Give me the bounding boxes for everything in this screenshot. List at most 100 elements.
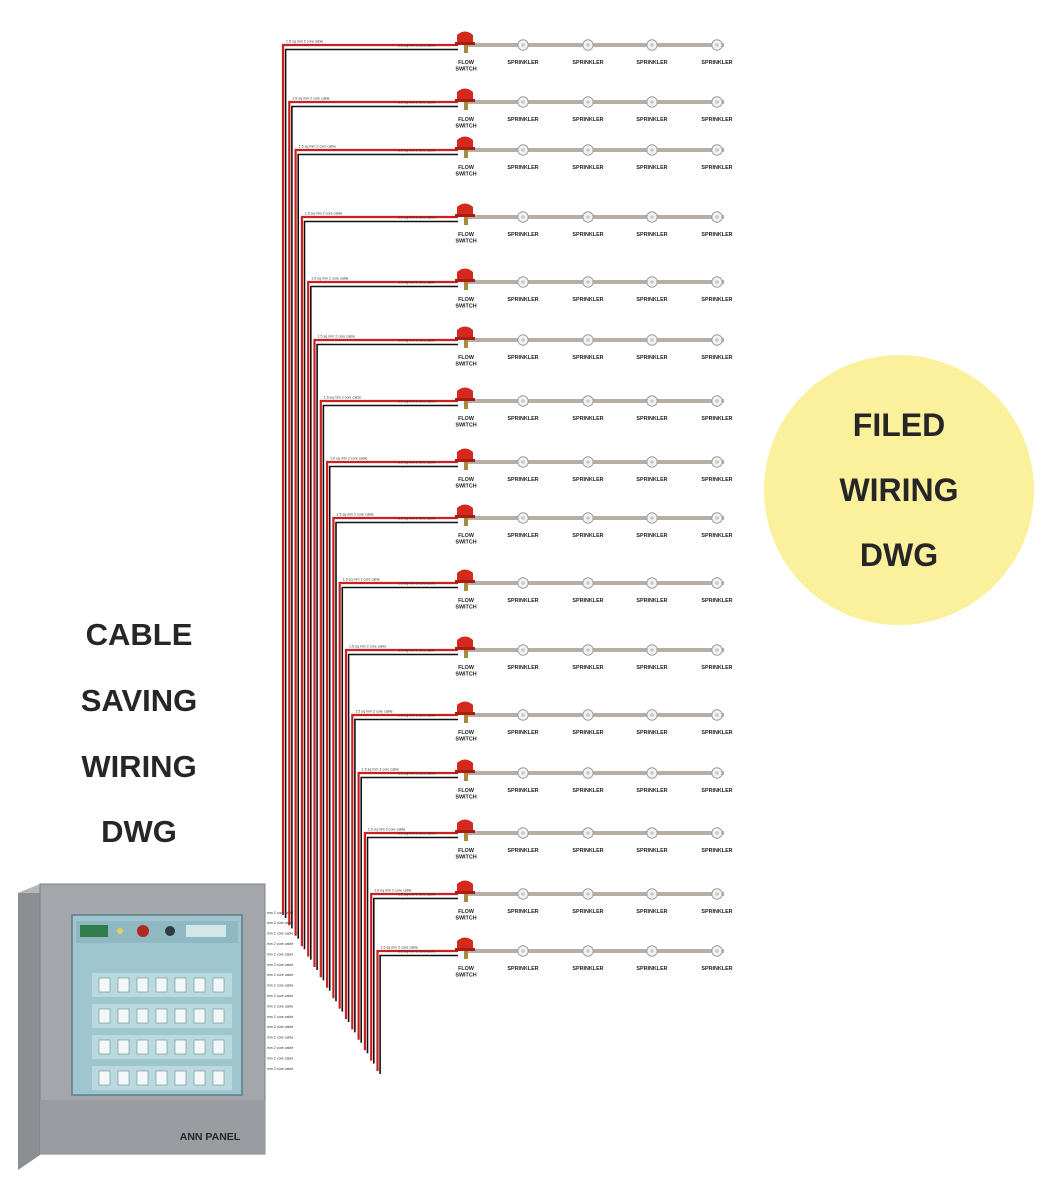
sprinkler-label: SPRINKLER [636, 416, 667, 422]
cable-label: 1.5 sq mm 2 core cable [256, 973, 293, 977]
cable-label: 1.5 sq mm 2 core cable [299, 145, 336, 149]
panel-indicator [193, 1039, 206, 1055]
panel-indicator [193, 1008, 206, 1024]
sprinkler-icon-center [715, 100, 719, 104]
cable-label: 1.5 sq mm 2 core cable [398, 649, 435, 653]
sprinkler-label: SPRINKLER [701, 232, 732, 238]
sprinkler-label: SPRINKLER [636, 598, 667, 604]
flow-switch-base [455, 712, 475, 715]
flow-switch-base [455, 515, 475, 518]
sprinkler-icon-center [650, 949, 654, 953]
flow-switch-stem [464, 831, 468, 841]
flow-switch-icon [457, 268, 473, 279]
sprinkler-label: SPRINKLER [572, 665, 603, 671]
field-wiring-circle [764, 355, 1034, 625]
sprinkler-label: SPRINKLER [507, 533, 538, 539]
red-wire [307, 280, 458, 957]
pipe [468, 338, 724, 342]
flow-switch-label: FLOW [458, 665, 475, 671]
sprinkler-icon-center [715, 949, 719, 953]
panel-display [186, 925, 226, 937]
sprinkler-icon-center [715, 280, 719, 284]
flow-switch-icon [457, 701, 473, 712]
flow-switch-label: SWITCH [455, 855, 476, 861]
cable-label: 1.5 sq mm 2 core cable [398, 339, 435, 343]
cable-label: 1.5 sq mm 2 core cable [256, 963, 293, 967]
sprinkler-icon-center [715, 581, 719, 585]
panel-indicator-grid [92, 973, 232, 1090]
flow-switch-icon [457, 819, 473, 830]
panel-indicator [155, 977, 168, 993]
flow-switch-stem [464, 516, 468, 526]
sprinkler-icon-center [650, 581, 654, 585]
sprinkler-icon-center [521, 831, 525, 835]
flow-switch-icon [457, 636, 473, 647]
sprinkler-icon-center [715, 831, 719, 835]
cable-label: 1.5 sq mm 2 core cable [256, 984, 293, 988]
sprinkler-icon-center [650, 831, 654, 835]
pipe [468, 100, 724, 104]
flow-switch-label: FLOW [458, 117, 475, 123]
sprinkler-icon-center [586, 43, 590, 47]
flow-switch-base [455, 580, 475, 583]
panel-led [117, 928, 123, 934]
sprinkler-label: SPRINKLER [636, 848, 667, 854]
pipe [468, 831, 724, 835]
cable-label: 1.5 sq mm 2 core cable [355, 710, 392, 714]
sprinkler-label: SPRINKLER [572, 730, 603, 736]
sprinkler-label: SPRINKLER [507, 355, 538, 361]
sprinkler-label: SPRINKLER [636, 730, 667, 736]
flow-switch-icon [457, 569, 473, 580]
flow-switch-stem [464, 713, 468, 723]
flow-switch-label: SWITCH [455, 362, 476, 368]
panel-indicator [136, 977, 149, 993]
panel-lower-shade [40, 1100, 265, 1154]
sprinkler-label: SPRINKLER [636, 165, 667, 171]
sprinkler-icon-center [650, 338, 654, 342]
panel-indicator [155, 1008, 168, 1024]
sprinkler-label: SPRINKLER [572, 477, 603, 483]
sprinkler-icon-center [586, 771, 590, 775]
panel-indicator [136, 1070, 149, 1086]
black-wire [366, 836, 458, 1054]
sprinkler-icon-center [650, 713, 654, 717]
flow-switch-base [455, 214, 475, 217]
black-wire [309, 285, 458, 960]
red-wire [338, 581, 458, 1009]
red-wire [319, 399, 458, 978]
sprinkler-label: SPRINKLER [636, 966, 667, 972]
panel-indicator [136, 1008, 149, 1024]
sprinkler-icon-center [521, 399, 525, 403]
flow-switch-label: FLOW [458, 848, 475, 854]
sprinkler-icon-center [650, 215, 654, 219]
cable-label: 1.5 sq mm 2 core cable [398, 101, 435, 105]
panel-indicator [117, 1008, 130, 1024]
sprinkler-label: SPRINKLER [507, 788, 538, 794]
flow-switch-label: SWITCH [455, 737, 476, 743]
sprinkler-label: SPRINKLER [572, 355, 603, 361]
sprinkler-label: SPRINKLER [636, 788, 667, 794]
circle-title-line-2: WIRING [839, 472, 958, 508]
panel-logo [80, 925, 108, 937]
panel-indicator [174, 1039, 187, 1055]
flow-switch-base [455, 337, 475, 340]
sprinkler-icon-center [650, 148, 654, 152]
panel-indicator [136, 1039, 149, 1055]
cable-label: 1.5 sq mm 2 core cable [256, 911, 293, 915]
flow-switch-label: FLOW [458, 598, 475, 604]
flow-switch-label: SWITCH [455, 239, 476, 245]
flow-switch-base [455, 99, 475, 102]
red-wire [332, 516, 458, 999]
flow-switch-label: FLOW [458, 355, 475, 361]
panel-indicator [193, 1070, 206, 1086]
cable-label: 1.5 sq mm 2 core cable [398, 461, 435, 465]
sprinkler-label: SPRINKLER [701, 598, 732, 604]
panel-indicator [174, 977, 187, 993]
flow-switch-label: FLOW [458, 730, 475, 736]
pipe [468, 215, 724, 219]
cable-label: 1.5 sq mm 2 core cable [398, 400, 435, 404]
